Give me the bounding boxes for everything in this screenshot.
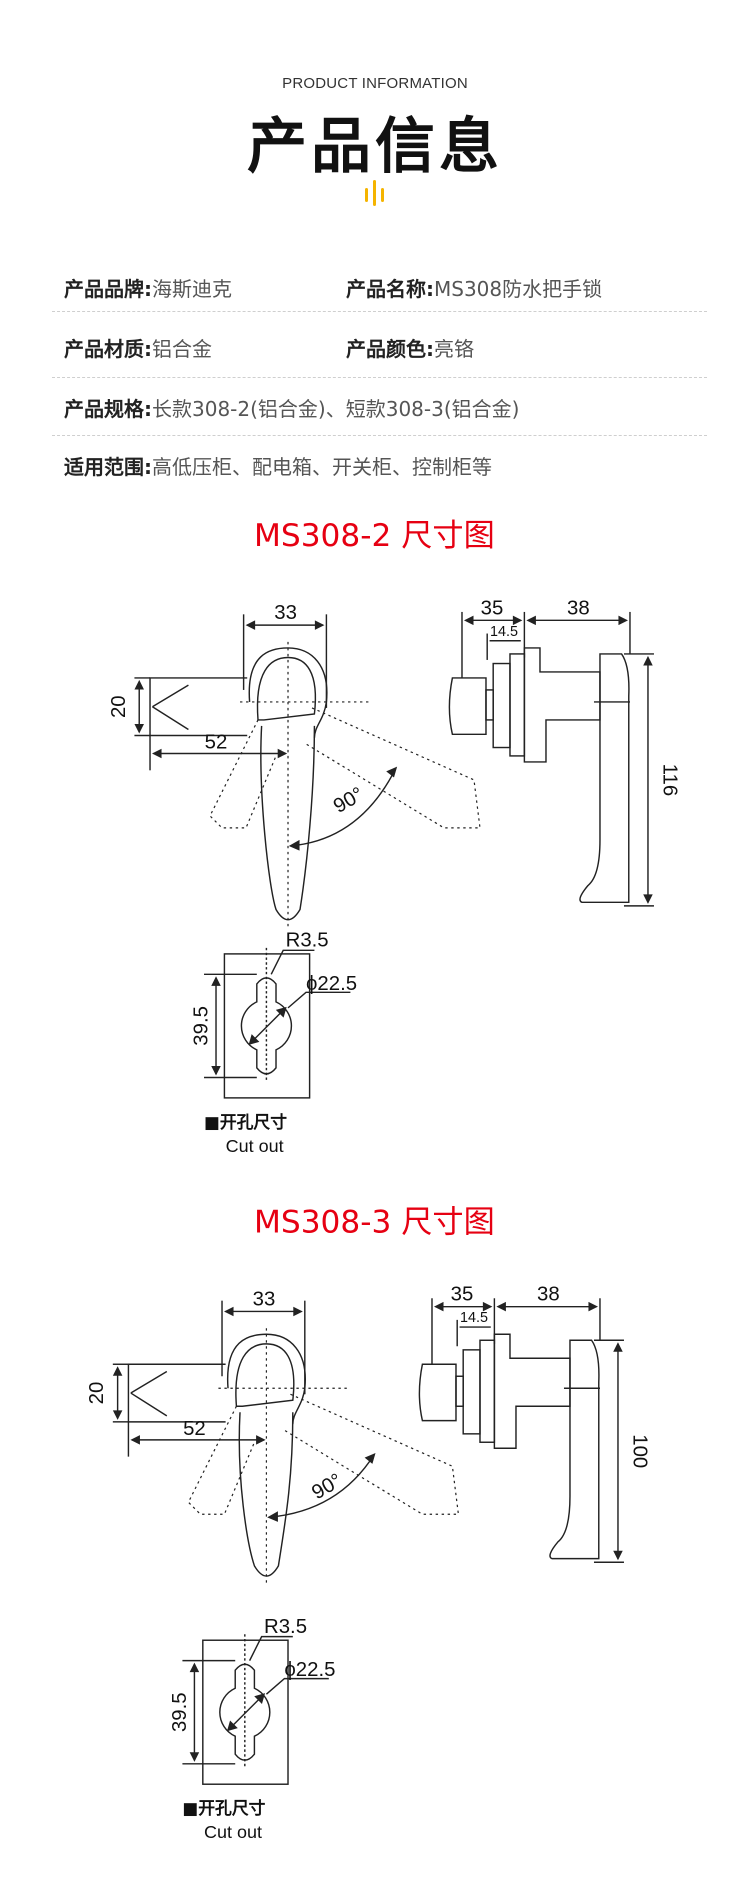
dim-width: 33 xyxy=(274,602,297,624)
divider xyxy=(52,377,707,378)
info-application: 适用范围:高低压柜、配电箱、开关柜、控制柜等 xyxy=(64,451,492,480)
side-view: 35 38 14.5 100 xyxy=(418,1284,651,1563)
dim-radius: R3.5 xyxy=(264,1616,307,1638)
dim-angle: 90° xyxy=(308,1470,346,1504)
dim-diameter: ϕ22.5 xyxy=(306,973,357,995)
divider xyxy=(52,311,707,312)
divider xyxy=(52,435,707,436)
dim-depth: 35 xyxy=(481,597,504,619)
drawing-title: MS308-3 尺寸图 xyxy=(254,1204,495,1240)
info-label: 产品材质: xyxy=(64,337,152,361)
side-view: 35 38 14.5 116 xyxy=(448,597,681,907)
section-subtitle: PRODUCT INFORMATION xyxy=(282,75,468,92)
info-value: 海斯迪克 xyxy=(152,277,232,301)
dim-radius: R3.5 xyxy=(286,930,329,952)
info-label: 产品颜色: xyxy=(346,337,434,361)
dim-cut-height: 39.5 xyxy=(191,1006,213,1046)
dim-cut-height: 39.5 xyxy=(169,1692,191,1732)
drawing-title: MS308-2 尺寸图 xyxy=(254,518,495,554)
cutout-label-en: Cut out xyxy=(226,1136,284,1156)
front-view: 33 20 52 90° xyxy=(108,602,481,930)
info-label: 适用范围: xyxy=(64,455,152,479)
dim-height: 100 xyxy=(629,1434,651,1468)
dim-diameter: ϕ22.5 xyxy=(284,1659,335,1681)
info-label: 产品规格: xyxy=(64,397,152,421)
drawing-1: MS308-3 尺寸图 33 20 52 90° 35 38 1 xyxy=(86,1204,650,1842)
info-material: 产品材质:铝合金 xyxy=(64,333,212,362)
dim-nut: 14.5 xyxy=(460,1310,488,1326)
info-value: 亮铬 xyxy=(434,337,474,361)
info-label: 产品品牌: xyxy=(64,277,152,301)
dim-handle-depth: 38 xyxy=(567,597,590,619)
dim-handle-depth: 38 xyxy=(537,1284,560,1306)
cutout-view: 39.5 R3.5 ϕ22.5 ■开孔尺寸 Cut out xyxy=(169,1616,335,1842)
page-title: 产品信息 xyxy=(247,112,503,182)
info-value: 铝合金 xyxy=(152,337,212,361)
info-label: 产品名称: xyxy=(346,277,434,301)
info-spec: 产品规格:长款308-2(铝合金)、短款308-3(铝合金) xyxy=(64,393,519,422)
cutout-label: ■开孔尺寸 xyxy=(182,1798,265,1818)
cutout-view: 39.5 R3.5 ϕ22.5 ■开孔尺寸 Cut out xyxy=(191,930,357,1156)
accent-bars-icon xyxy=(363,180,387,206)
dim-angle: 90° xyxy=(330,783,368,817)
dim-shaft-height: 20 xyxy=(108,695,130,718)
dim-nut: 14.5 xyxy=(490,624,518,640)
info-value: 高低压柜、配电箱、开关柜、控制柜等 xyxy=(152,455,492,479)
dim-width: 33 xyxy=(253,1288,276,1310)
drawing-0: MS308-2 尺寸图 33 20 52 90° 35 38 1 xyxy=(108,518,681,1156)
dim-reach: 52 xyxy=(183,1418,206,1440)
cutout-label-en: Cut out xyxy=(204,1822,262,1842)
dim-height: 116 xyxy=(659,764,681,796)
info-name: 产品名称:MS308防水把手锁 xyxy=(346,273,602,302)
front-view: 33 20 52 90° xyxy=(86,1288,460,1587)
info-value: MS308防水把手锁 xyxy=(434,277,603,301)
info-color: 产品颜色:亮铬 xyxy=(346,333,474,362)
info-value: 长款308-2(铝合金)、短款308-3(铝合金) xyxy=(152,397,520,421)
dim-shaft-height: 20 xyxy=(86,1382,108,1405)
dim-depth: 35 xyxy=(451,1284,474,1306)
info-brand: 产品品牌:海斯迪克 xyxy=(64,273,232,302)
cutout-label: ■开孔尺寸 xyxy=(204,1112,287,1132)
dim-reach: 52 xyxy=(205,732,228,754)
